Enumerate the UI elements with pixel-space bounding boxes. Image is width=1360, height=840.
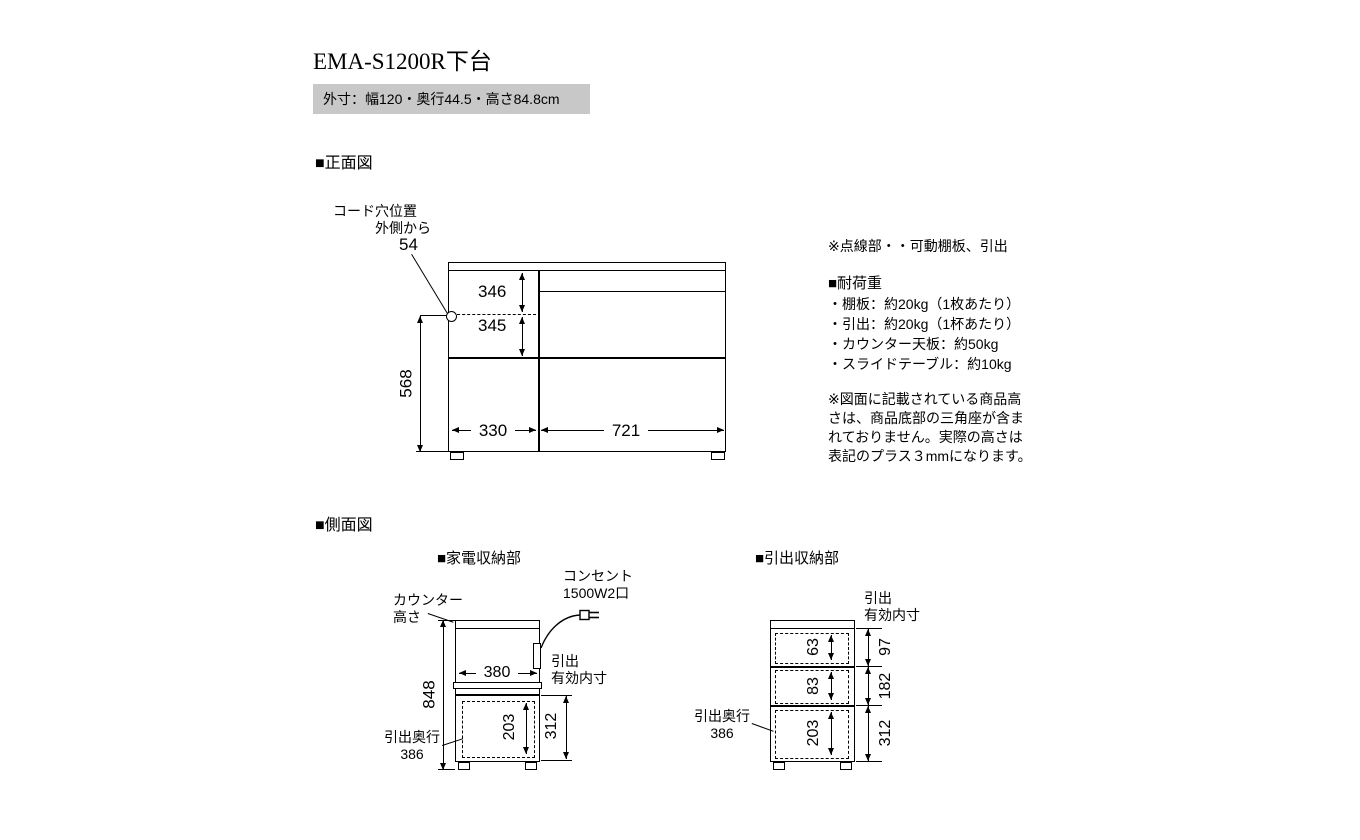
chest-drawer-depth-label: 引出奥行 386 (694, 708, 750, 741)
chest-left-foot (773, 762, 785, 770)
chest-counter-line (770, 628, 855, 629)
dim-203-chest-value: 203 (805, 719, 822, 747)
dim-97-value: 97 (877, 638, 894, 656)
chest-drawer1-dashed-box (775, 633, 849, 664)
dim-568-top-tick (420, 315, 447, 316)
cord-hole-label-1: コード穴位置 (333, 203, 417, 219)
outlet-label: コンセント 1500W2口 (563, 568, 633, 601)
appliance-cabinet-outline (455, 620, 540, 762)
dim-721-value: 721 (604, 421, 648, 440)
chest-right-foot (840, 762, 852, 770)
load-item-drawer: ・引出：約20kg（1杯あたり） (828, 316, 1021, 332)
front-mid-divider (448, 357, 726, 359)
height-disclaimer-note: ※図面に記載されている商品高 さは、商品底部の三角座が含ま れておりません。実際… (828, 391, 1032, 464)
chest-drawer3-dashed-box (775, 710, 849, 759)
dim-346-arrow (519, 273, 525, 312)
dim-63-arrow (828, 635, 834, 660)
dim-380-value: 380 (476, 664, 518, 682)
dim-203-appliance-value: 203 (501, 713, 518, 741)
dim-568-arrow (417, 316, 423, 452)
chest-divider-1 (770, 666, 855, 668)
appliance-right-foot (525, 762, 537, 770)
front-counter-line (448, 270, 726, 271)
dim-83-arrow (828, 672, 834, 700)
dim-182-value: 182 (877, 672, 894, 700)
chest-section-heading: ■引出収納部 (755, 550, 840, 567)
dim-568-bottom-tick (416, 451, 448, 452)
dim-848-arrow (440, 620, 446, 770)
dim-312-chest-arrow (865, 706, 871, 761)
slide-table (453, 682, 542, 689)
dim-63-value: 63 (805, 638, 822, 656)
appliance-section-heading: ■家電収納部 (437, 550, 522, 567)
side-view-heading: ■側面図 (315, 517, 373, 534)
dim-568-value: 568 (396, 369, 416, 398)
page-title: EMA-S1200R下台 (313, 49, 492, 74)
front-right-foot (711, 452, 725, 460)
dim-312-appliance-arrow (563, 696, 569, 759)
load-capacity-heading: ■耐荷重 (828, 275, 883, 292)
dim-83-value: 83 (805, 677, 822, 695)
appliance-drawer-depth-label: 引出奥行 386 (384, 729, 440, 762)
dim-345-arrow (519, 317, 525, 356)
chest-tick-top (856, 628, 882, 629)
outer-size-badge: 外寸：幅120・奥行44.5・高さ84.8cm (313, 84, 590, 114)
dim-312-chest-value: 312 (877, 719, 894, 747)
dim-848-bottom-tick (438, 769, 455, 770)
movable-shelf-dashed-line (452, 314, 536, 315)
dim-97-arrow (865, 629, 871, 666)
chest-divider-2 (770, 705, 855, 707)
dim-345-value: 345 (478, 316, 507, 335)
dim-346-value: 346 (478, 282, 507, 301)
appliance-drawer-dashed-box (462, 701, 535, 758)
dim-312-appliance-value: 312 (543, 712, 560, 740)
power-plug-icon (540, 609, 599, 649)
front-vertical-divider (538, 270, 540, 452)
dim-848-value: 848 (419, 680, 439, 709)
appliance-counter-line (455, 628, 540, 629)
load-item-shelf: ・棚板：約20kg（1枚あたり） (828, 296, 1021, 312)
chest-drawer-inner-label: 引出 有効内寸 (864, 590, 920, 623)
front-left-foot (450, 452, 464, 460)
dotted-line-note: ※点線部・・可動棚板、引出 (828, 238, 1008, 254)
dim-203-appliance-arrow (523, 703, 529, 754)
chest-cabinet-outline (770, 620, 855, 762)
load-item-counter: ・カウンター天板：約50kg (828, 336, 999, 352)
dim-312-bottom-tick (541, 760, 572, 761)
front-top-drawer-line (539, 291, 726, 292)
dim-203-chest-arrow (828, 712, 834, 755)
chest-tick-bottom (856, 761, 882, 762)
dim-330-value: 330 (471, 421, 515, 440)
appliance-left-foot (458, 762, 470, 770)
cord-hole-leader-line (410, 254, 449, 316)
counter-height-label: カウンター 高さ (393, 592, 463, 625)
chest-tick-mid1 (856, 666, 882, 667)
appliance-drawer-inner-label: 引出 有効内寸 (551, 653, 607, 686)
cord-hole-offset-value: 54 (399, 235, 418, 254)
cord-hole-label-2: 外側から (375, 220, 431, 236)
outlet-strip (533, 643, 541, 669)
chest-drawer2-dashed-box (775, 670, 849, 704)
dim-182-arrow (865, 667, 871, 705)
appliance-mid-divider (455, 694, 540, 696)
front-view-heading: ■正面図 (315, 155, 373, 172)
dim-312-top-tick (541, 695, 572, 696)
chest-tick-mid2 (856, 705, 882, 706)
load-item-slide-table: ・スライドテーブル：約10kg (828, 356, 1012, 372)
cord-hole-icon (446, 311, 457, 322)
